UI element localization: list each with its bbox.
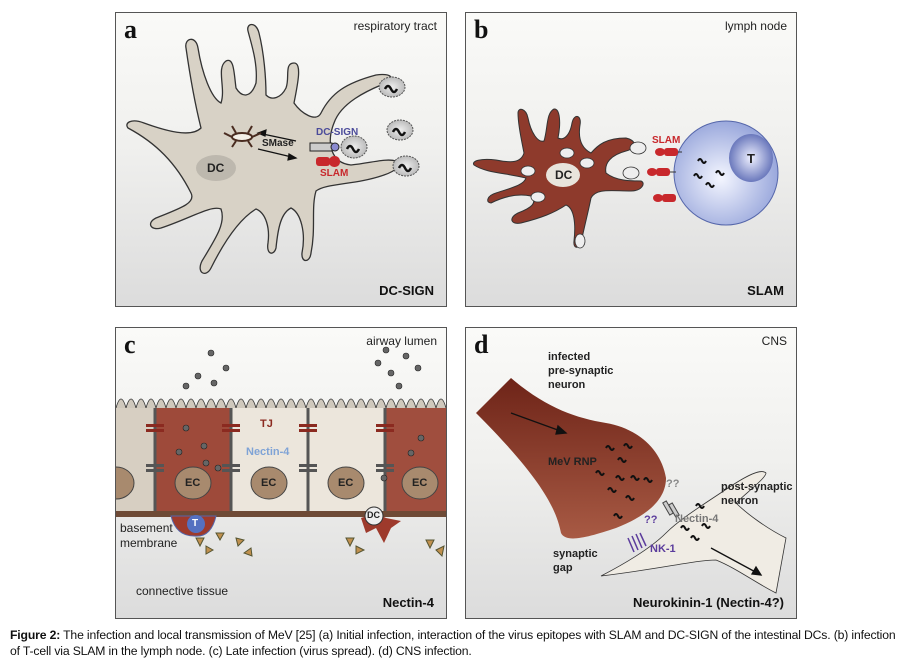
measles-virions <box>340 76 420 177</box>
basement-membrane <box>116 511 446 517</box>
location-label: airway lumen <box>366 334 437 348</box>
mev-rnp-label: MeV RNP <box>548 456 597 468</box>
nk1-receptor <box>627 532 647 553</box>
smase-label: SMase <box>262 138 294 149</box>
ec-label: EC <box>261 477 277 489</box>
panel-letter: d <box>474 330 489 359</box>
dc-label: DC <box>555 168 573 182</box>
panel-letter: b <box>474 15 489 44</box>
t-cell-label: T <box>192 518 199 529</box>
nectin-4-label: Nectin-4 <box>246 446 290 458</box>
microvilli <box>116 398 446 411</box>
caption-label: Figure 2: <box>10 628 61 642</box>
figure-caption: Figure 2: The infection and local transm… <box>10 627 905 659</box>
dc-nucleus <box>546 163 580 187</box>
connective-tissue-label: connective tissue <box>136 584 229 598</box>
panel-d: d CNS infected pre-synaptic neuron MeV R… <box>465 327 797 619</box>
nectin-4-receptors <box>662 500 680 518</box>
t-cell-nucleus <box>729 134 773 182</box>
panel-b: b lymph node DC SLAM T SLAM <box>465 12 797 307</box>
panel-letter: a <box>124 15 137 44</box>
dc-illustration <box>126 23 420 274</box>
t-cell-label: T <box>747 151 755 166</box>
location-label: CNS <box>761 334 787 348</box>
question-marks-label: ?? <box>666 478 680 490</box>
tight-junctions <box>146 424 394 432</box>
virions <box>175 346 425 482</box>
receptor-label: Neurokinin-1 (Nectin-4?) <box>633 595 784 610</box>
synapse-illustration <box>476 378 787 594</box>
caption-text: The infection and local transmission of … <box>10 628 896 658</box>
dc-sign-receptor <box>309 142 340 152</box>
dendritic-cell-shape <box>126 23 399 274</box>
receptor-label: Nectin-4 <box>382 595 434 610</box>
location-label: lymph node <box>724 19 787 33</box>
slam-receptor <box>316 156 340 167</box>
synaptic-gap-label-line1: synaptic <box>553 548 598 560</box>
direction-arrows <box>510 412 763 576</box>
question-marks-label: ?? <box>644 514 658 526</box>
basement-label: basement <box>120 521 173 535</box>
ec-label: EC <box>338 477 354 489</box>
tj-label: TJ <box>260 418 273 430</box>
nk1-label: NK-1 <box>650 543 676 555</box>
dc-tcell-illustration <box>472 108 779 249</box>
receptor-label: SLAM <box>747 283 784 298</box>
panel-letter: c <box>124 330 136 359</box>
adherens-junctions <box>146 464 394 472</box>
dc-label: DC <box>207 161 225 175</box>
antigen-triangles <box>195 532 445 558</box>
dc-sign-label: DC-SIGN <box>316 127 359 138</box>
ec-nuclei <box>116 466 439 500</box>
location-label: respiratory tract <box>353 19 437 33</box>
pre-synaptic-label-line1: infected <box>548 351 591 363</box>
dc-nucleus <box>196 155 236 181</box>
mev-rnp-particles <box>595 443 711 541</box>
viral-rnp <box>693 158 725 188</box>
synaptic-gap-label-line2: gap <box>553 562 573 574</box>
post-synaptic-label-line1: post-synaptic <box>721 481 793 493</box>
panel-c: c airway lumen TJ Nectin-4 EC EC EC EC T… <box>115 327 447 619</box>
pre-synaptic-label-line3: neuron <box>548 379 586 391</box>
pre-synaptic-label-line2: pre-synaptic <box>548 365 614 377</box>
dc-label: DC <box>367 510 380 520</box>
slam-receptors <box>647 148 682 202</box>
post-synaptic-label-line2: neuron <box>721 495 759 507</box>
sphingomyelin-icon <box>223 125 262 148</box>
panel-a: a respiratory tract DC SMase DC-SIGN SLA… <box>115 12 447 307</box>
receptor-label: DC-SIGN <box>379 283 434 298</box>
nectin-4-label: Nectin-4 <box>675 513 719 525</box>
smase-arrows <box>256 129 298 161</box>
ec-label: EC <box>185 477 201 489</box>
epithelium-illustration <box>116 346 446 558</box>
slam-label: SLAM <box>320 168 349 179</box>
membrane-label: membrane <box>120 536 178 550</box>
slam-label: SLAM <box>652 135 681 146</box>
ec-label: EC <box>412 477 428 489</box>
post-synaptic-neuron <box>600 471 787 594</box>
